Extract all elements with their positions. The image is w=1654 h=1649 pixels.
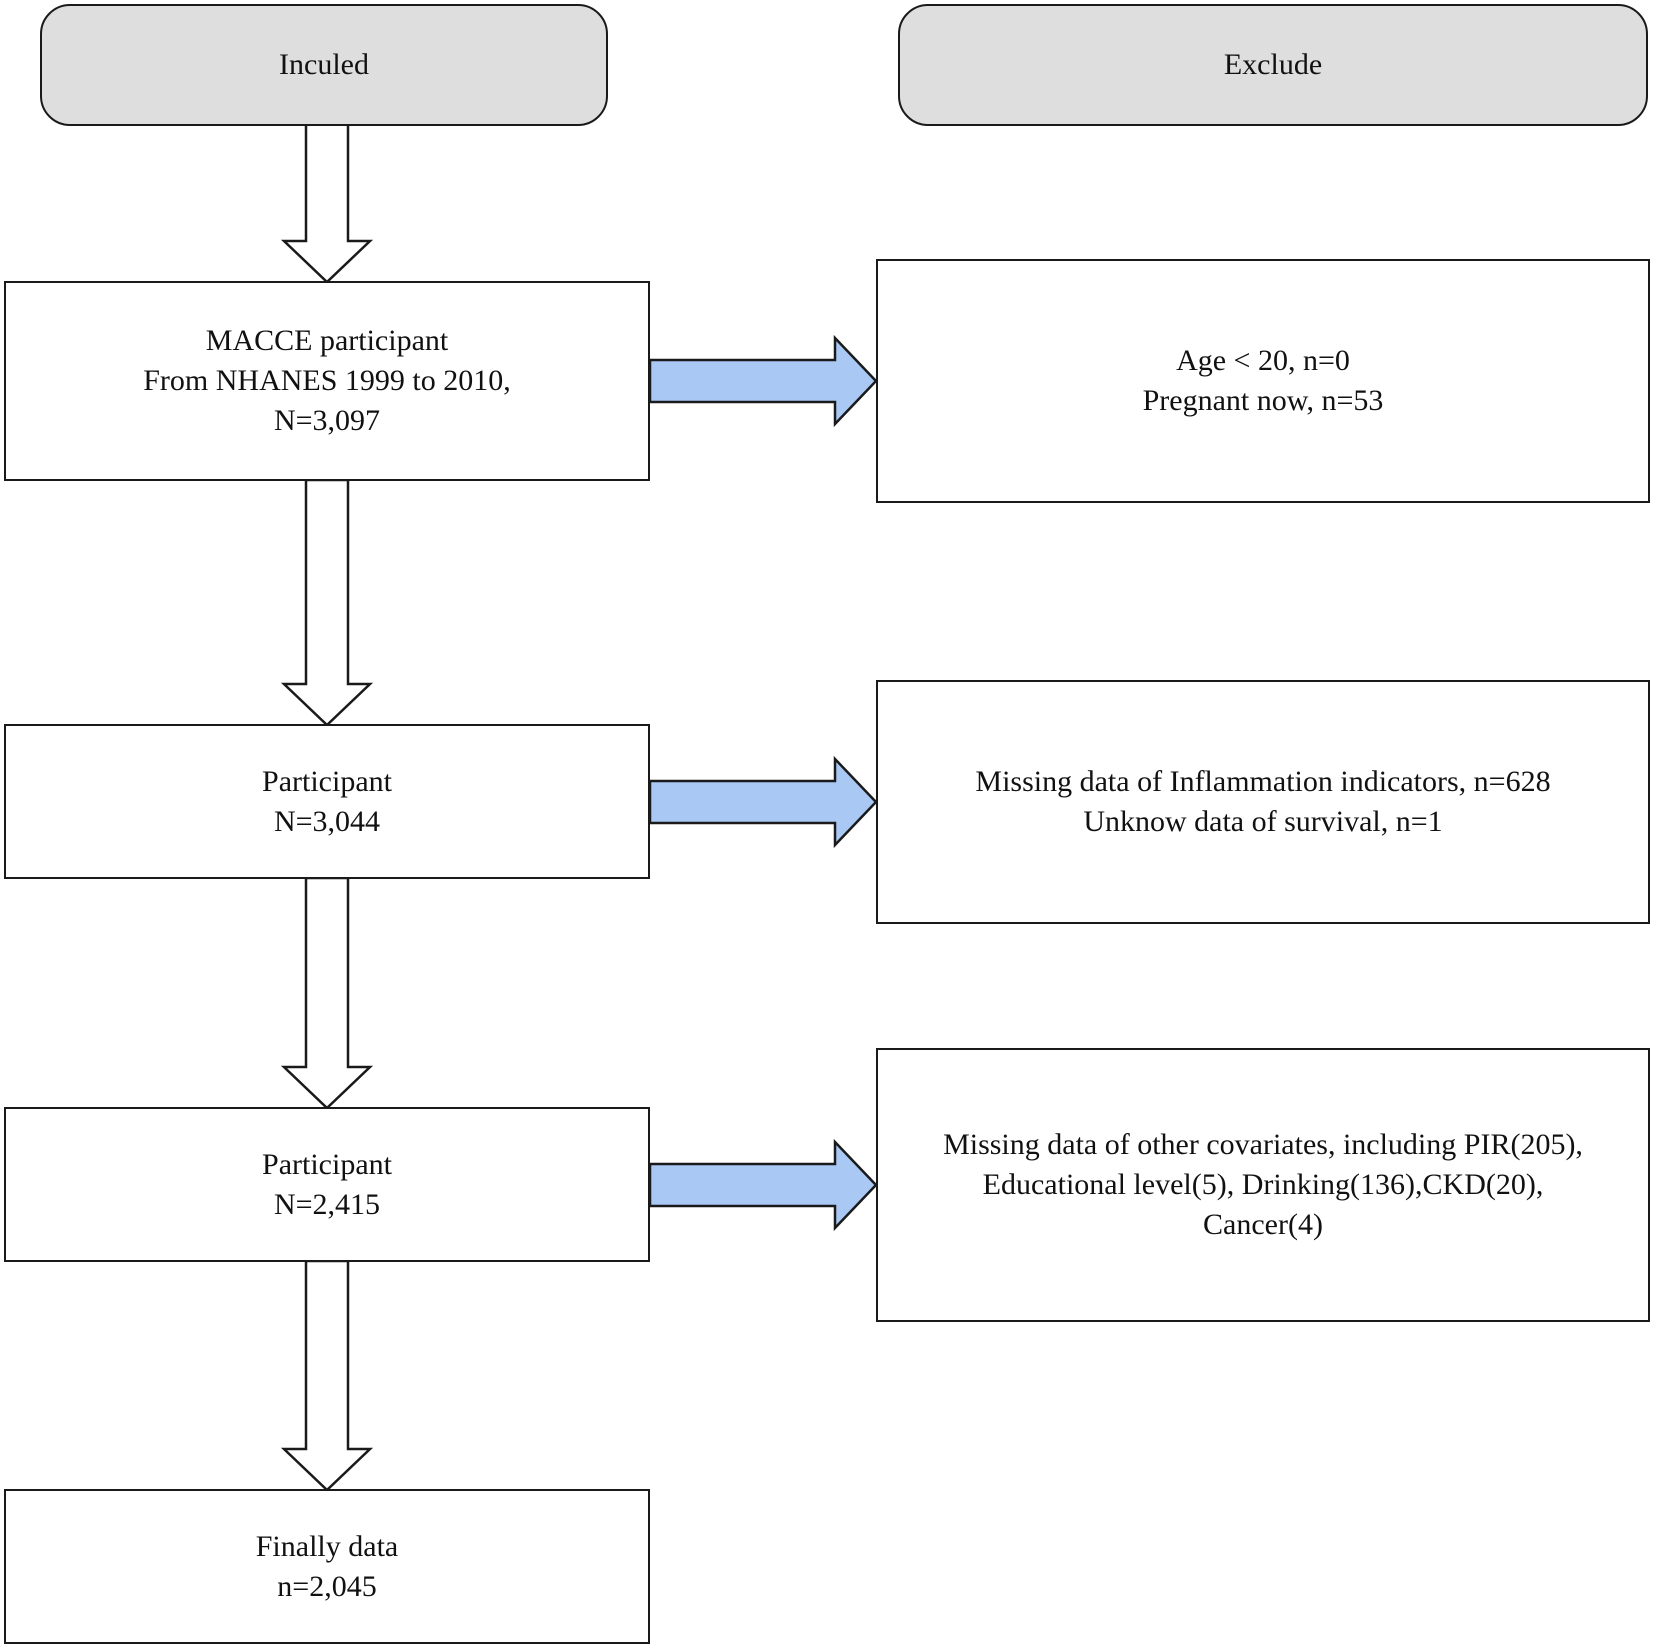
final-data-line-2: n=2,045 xyxy=(277,1569,377,1603)
exclusion-box-2: Missing data of Inflammation indicators,… xyxy=(876,680,1650,924)
included-step-2-line-1: Participant xyxy=(262,764,392,798)
exclusion-3-line-1: Missing data of other covariates, includ… xyxy=(943,1128,1583,1161)
included-step-3-box: Participant N=2,415 xyxy=(4,1107,650,1262)
excluded-header-label: Exclude xyxy=(1223,48,1323,81)
included-step-1-line-3: N=3,097 xyxy=(273,404,381,437)
side-arrow-step1-to-exclusion1 xyxy=(648,334,878,428)
exclusion-2-line-1: Missing data of Inflammation indicators,… xyxy=(975,765,1551,798)
included-header-label: Inculed xyxy=(279,48,369,81)
included-step-2-box: Participant N=3,044 xyxy=(4,724,650,879)
included-step-2-line-2: N=3,044 xyxy=(273,804,381,838)
included-header: Inculed xyxy=(40,4,608,126)
exclusion-2-line-2: Unknow data of survival, n=1 xyxy=(1083,805,1443,838)
exclusion-box-1: Age < 20, n=0 Pregnant now, n=53 xyxy=(876,259,1650,503)
included-step-3-line-2: N=2,415 xyxy=(273,1187,381,1221)
exclusion-box-3: Missing data of other covariates, includ… xyxy=(876,1048,1650,1322)
exclusion-1-line-2: Pregnant now, n=53 xyxy=(1142,384,1384,417)
included-step-1-line-2: From NHANES 1999 to 2010, xyxy=(143,364,511,397)
exclusion-3-line-3: Cancer(4) xyxy=(1203,1208,1323,1241)
down-arrow-header-to-step1 xyxy=(280,122,374,284)
final-data-line-1: Finally data xyxy=(255,1529,399,1563)
down-arrow-step3-to-final xyxy=(280,1259,374,1492)
exclusion-1-line-1: Age < 20, n=0 xyxy=(1176,344,1350,377)
included-step-3-line-1: Participant xyxy=(262,1147,392,1181)
down-arrow-step1-to-step2 xyxy=(280,478,374,727)
down-arrow-step2-to-step3 xyxy=(280,876,374,1110)
included-step-1-line-1: MACCE participant xyxy=(205,324,449,357)
excluded-header: Exclude xyxy=(898,4,1648,126)
side-arrow-step3-to-exclusion3 xyxy=(648,1138,878,1232)
included-step-1-box: MACCE participant From NHANES 1999 to 20… xyxy=(4,281,650,481)
final-data-box: Finally data n=2,045 xyxy=(4,1489,650,1644)
exclusion-3-line-2: Educational level(5), Drinking(136),CKD(… xyxy=(982,1168,1544,1201)
side-arrow-step2-to-exclusion2 xyxy=(648,755,878,849)
